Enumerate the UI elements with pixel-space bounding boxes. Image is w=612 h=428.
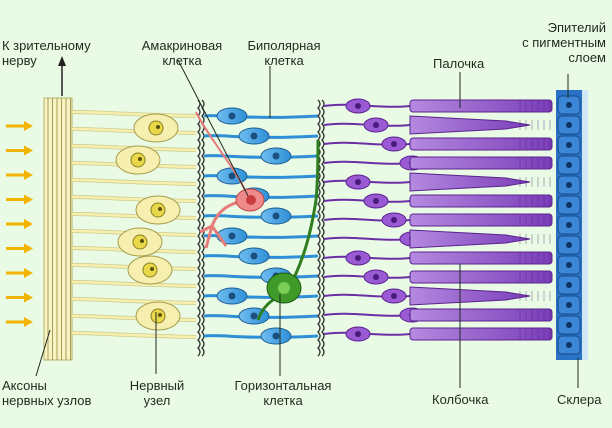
bipolar-cell bbox=[238, 247, 270, 265]
pointer-lines bbox=[35, 59, 579, 388]
cone-cell bbox=[381, 286, 551, 306]
label-cone: Колбочка bbox=[432, 392, 489, 407]
bipolar-cell bbox=[260, 207, 292, 225]
rod-cell bbox=[345, 250, 553, 266]
rod-cell bbox=[399, 155, 553, 171]
ganglion-cell bbox=[133, 113, 179, 143]
arrow-up-icon bbox=[58, 56, 66, 66]
pigment-epithelium bbox=[556, 90, 588, 360]
arrow-right-icon bbox=[6, 121, 33, 131]
cone-cell bbox=[399, 229, 551, 249]
label-rod: Палочка bbox=[433, 56, 485, 71]
ganglion-cell bbox=[127, 255, 173, 285]
bipolar-cell bbox=[216, 227, 248, 245]
ganglion-cell bbox=[135, 195, 181, 225]
bipolar-cell bbox=[238, 307, 270, 325]
horizontal-cell bbox=[256, 139, 320, 321]
arrow-right-icon bbox=[6, 170, 33, 180]
cone-cell bbox=[363, 115, 551, 135]
bipolar-cell bbox=[216, 107, 248, 125]
ganglion-cell bbox=[117, 227, 163, 257]
bipolar-cell bbox=[216, 167, 248, 185]
arrow-right-icon bbox=[6, 292, 33, 303]
rod-cell bbox=[363, 193, 553, 209]
rod-cell bbox=[381, 136, 553, 152]
label-ganglion: Нервный узел bbox=[129, 378, 185, 408]
ganglion-cell bbox=[115, 145, 161, 175]
photoreceptor-layer bbox=[323, 98, 553, 342]
arrow-right-icon bbox=[6, 317, 33, 327]
arrow-right-icon bbox=[6, 243, 33, 254]
rod-cell bbox=[381, 212, 553, 228]
rod-cell bbox=[363, 269, 553, 285]
axon-bundle bbox=[43, 56, 73, 361]
ganglion-cell-layer bbox=[71, 110, 197, 339]
label-sclera: Склера bbox=[557, 392, 602, 407]
bipolar-cell bbox=[216, 287, 248, 305]
bipolar-cell bbox=[260, 147, 292, 165]
bipolar-cell bbox=[238, 127, 270, 145]
label-amacrine-cell: Амакриновая клетка bbox=[141, 38, 223, 68]
arrow-right-icon bbox=[6, 194, 33, 205]
label-bipolar-cell: Биполярная клетка bbox=[247, 38, 321, 68]
label-axons: Аксоны нервных узлов bbox=[2, 378, 92, 408]
bipolar-cell bbox=[260, 327, 292, 345]
rod-cell bbox=[399, 307, 553, 323]
label-optic-nerve: К зрительному нерву bbox=[2, 38, 91, 68]
light-arrows bbox=[6, 121, 33, 327]
arrow-right-icon bbox=[6, 219, 33, 229]
cone-cell bbox=[345, 172, 551, 192]
label-epithelium: Эпителий с пигментным слоем bbox=[522, 20, 606, 65]
rod-cell bbox=[345, 98, 553, 114]
bipolar-cell-layer bbox=[197, 99, 325, 357]
ganglion-cell bbox=[135, 301, 181, 331]
rod-cell bbox=[345, 326, 553, 342]
arrow-right-icon bbox=[6, 145, 33, 156]
arrow-right-icon bbox=[6, 268, 33, 278]
amacrine-cell bbox=[195, 111, 265, 249]
label-horizontal-cell: Горизонтальная клетка bbox=[234, 378, 332, 408]
